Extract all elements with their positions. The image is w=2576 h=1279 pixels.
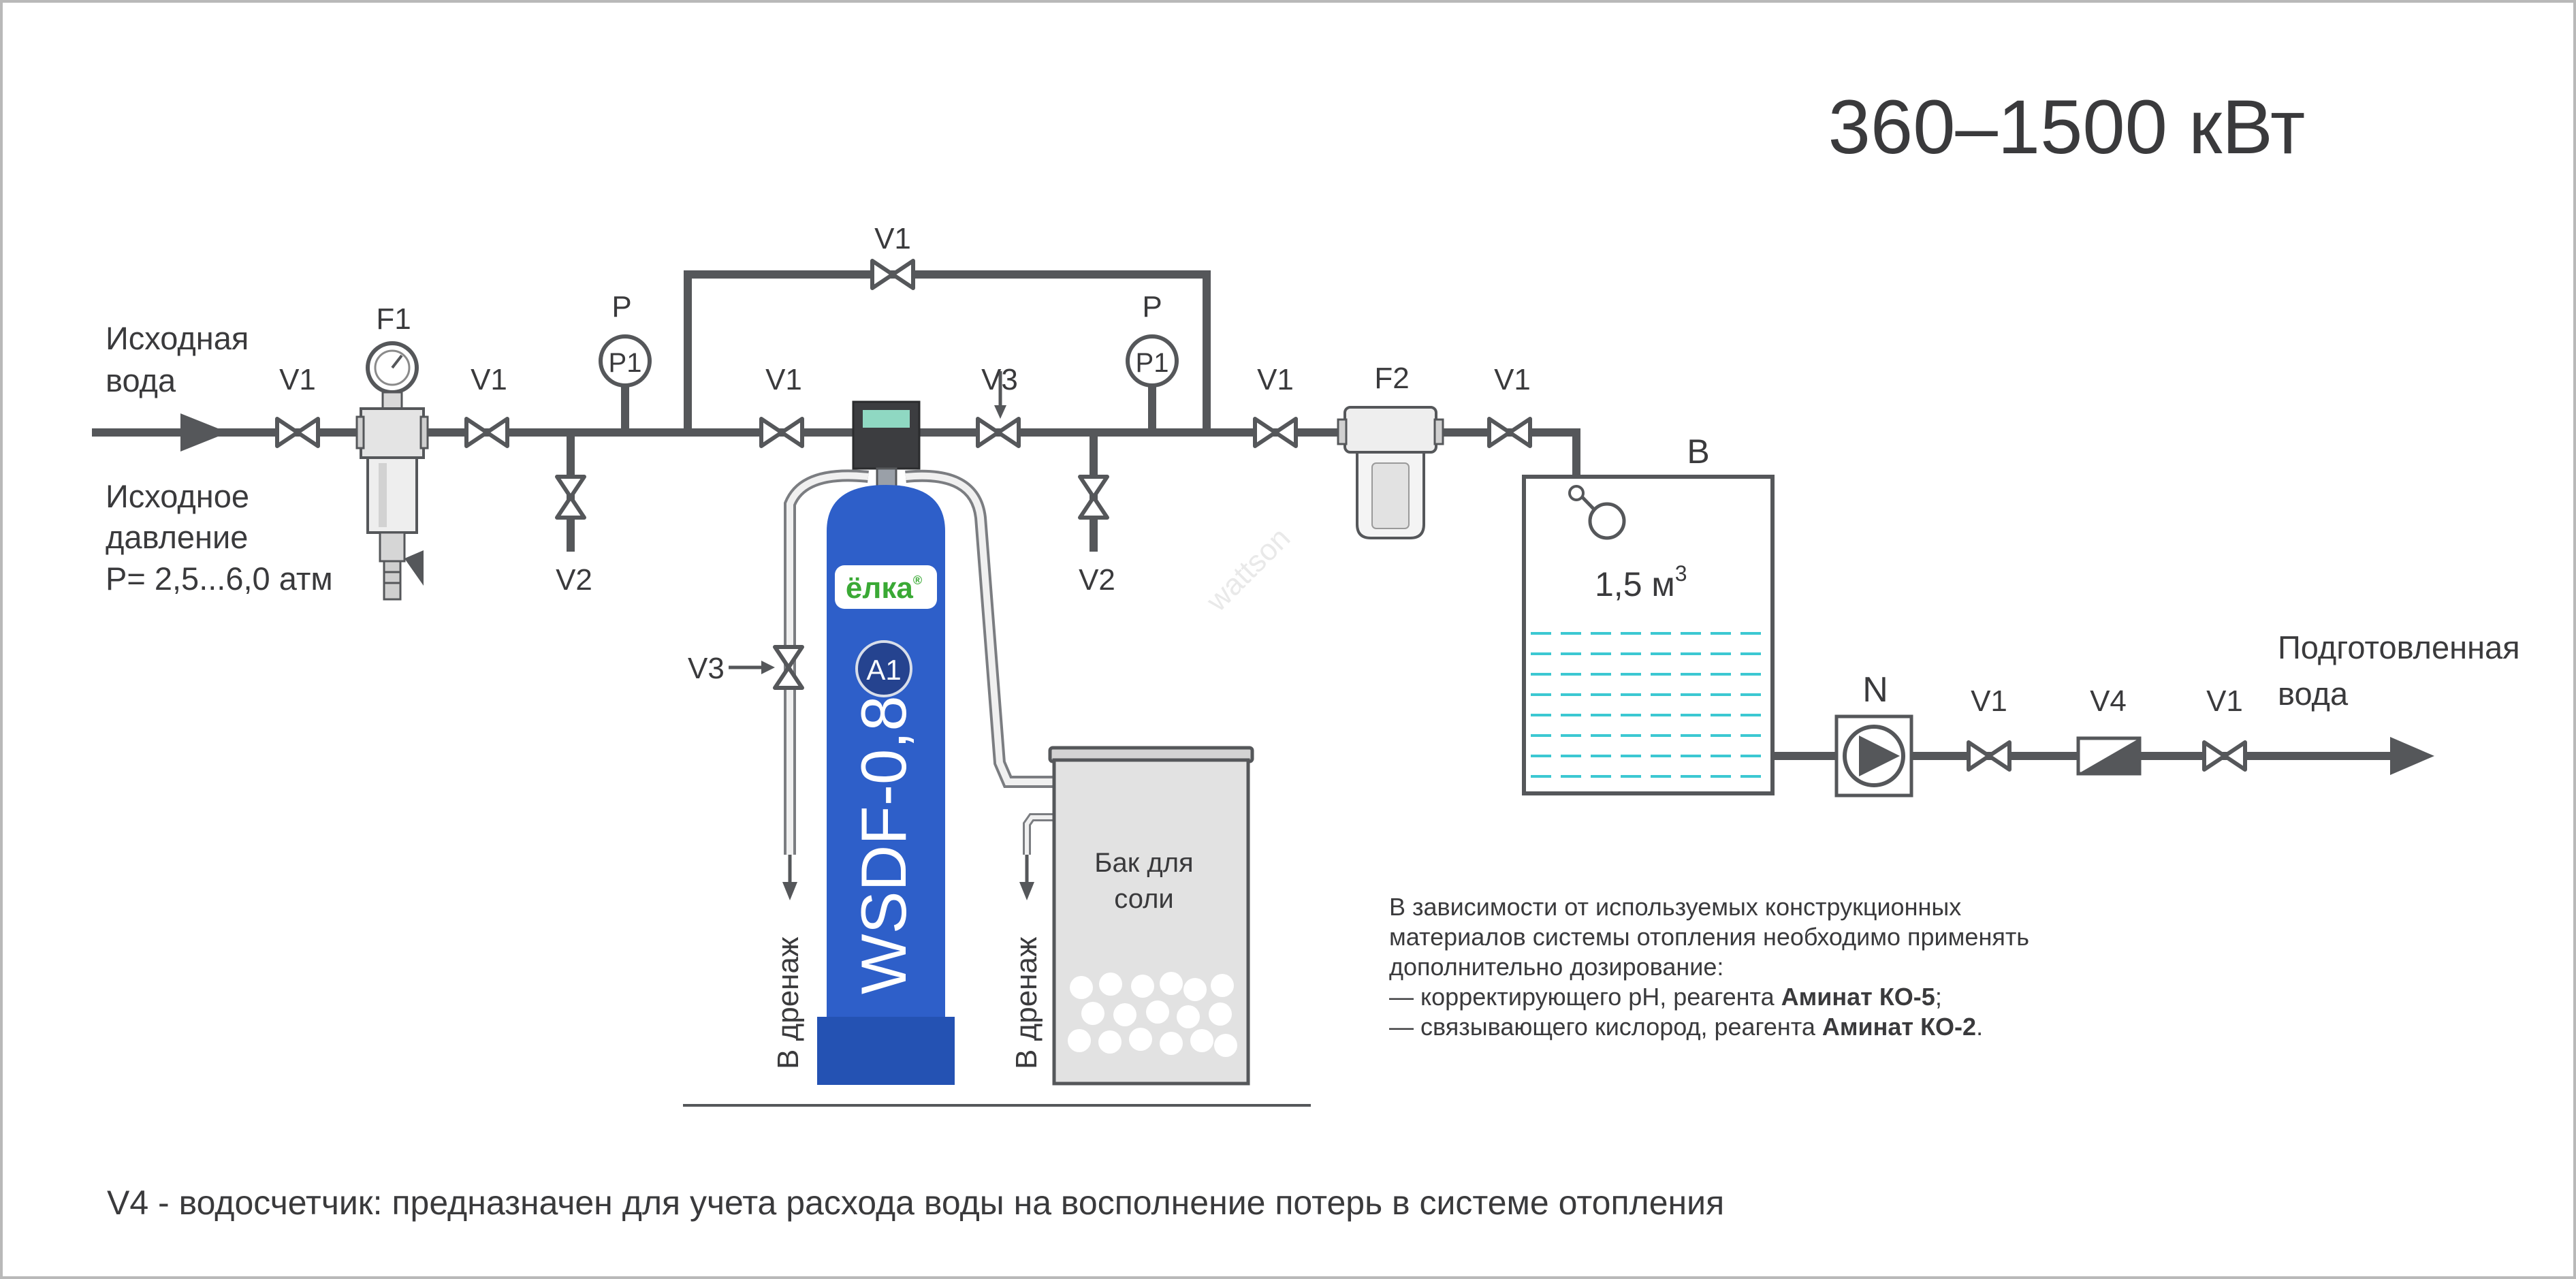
f1-filter-icon	[355, 341, 429, 601]
label-f2: F2	[1374, 362, 1409, 395]
storage-tank-b	[1522, 475, 1775, 795]
dosing-note-line-2: материалов системы отопления необходимо …	[1389, 923, 2030, 951]
svg-text:P1: P1	[609, 348, 642, 378]
label-v2-left: V2	[556, 563, 592, 597]
label-v4-meter: V4	[2090, 684, 2127, 718]
label-v2-right: V2	[1079, 563, 1115, 597]
softener-a1-badge: A1	[866, 654, 901, 686]
dosing-note: В зависимости от используемых конструкци…	[1389, 892, 2029, 1042]
salt-pellets	[1068, 972, 1237, 1057]
softener-brand-logo: ёлка®	[846, 571, 922, 605]
reagent-ko5: Аминат КО-5	[1781, 983, 1935, 1011]
drain-and-brine-tubes	[784, 469, 1055, 855]
brine-tank	[1048, 746, 1254, 1086]
valve-v1-after-pump-icon	[1969, 742, 2009, 770]
water-meter-v4-icon	[2076, 736, 2142, 776]
drain-label-left: В дренаж	[772, 936, 805, 1069]
label-v1-before-softener: V1	[765, 363, 802, 396]
pump-n-icon	[1834, 714, 1913, 798]
label-v1-after-f1: V1	[471, 363, 507, 396]
dosing-note-line-4: — корректирующего pH, реагента Аминат КО…	[1389, 983, 1942, 1011]
output-water-label-2: вода	[2278, 676, 2349, 712]
valve-v2-drain-left-icon	[557, 477, 584, 518]
label-tank-b: B	[1687, 432, 1709, 471]
label-p-left: P	[611, 290, 631, 323]
reagent-ko2: Аминат КО-2	[1822, 1013, 1977, 1041]
brine-tank-label: Бак для	[1094, 848, 1193, 878]
valve-v1-inlet-icon	[277, 419, 318, 446]
dosing-note-line-1: В зависимости от используемых конструкци…	[1389, 893, 1962, 921]
label-v3-drain: V3	[688, 652, 725, 685]
softener-control-head	[852, 400, 921, 490]
valve-v1-before-f2-icon	[1255, 419, 1296, 446]
input-pressure-value: P= 2,5...6,0 атм	[106, 560, 333, 597]
watermark: wattson	[1200, 521, 1297, 618]
valve-v1-after-f2-icon	[1489, 419, 1530, 446]
drain-arrow-right-icon	[1019, 882, 1034, 900]
drain-arrow-left-icon	[782, 882, 797, 900]
label-p-right: P	[1142, 290, 1162, 323]
label-v1-after-pump: V1	[1971, 684, 2007, 718]
valve-v1-bypass-icon	[872, 261, 913, 288]
pressure-gauge-left-icon: P1	[599, 334, 652, 388]
input-pressure-label-2: давление	[106, 519, 248, 555]
label-v3-sample: V3	[981, 363, 1018, 396]
outlet-arrow-icon	[2390, 737, 2434, 775]
input-pressure-label: Исходное	[106, 478, 249, 514]
dosing-note-line-3: дополнительно дозирование:	[1389, 953, 1724, 981]
inlet-arrow-icon	[180, 413, 228, 452]
output-water-label: Подготовленная	[2278, 629, 2520, 665]
label-f1: F1	[376, 302, 411, 336]
label-v1-outlet: V1	[2206, 684, 2243, 718]
input-water-label-2: вода	[106, 362, 176, 398]
valve-v3-sample-icon	[978, 419, 1019, 446]
drain-label-right: В дренаж	[1010, 936, 1043, 1069]
tank-water-level	[1531, 632, 1768, 778]
label-v1-after-f2: V1	[1494, 363, 1531, 396]
softener-model-label: WSDF-0,8	[848, 695, 919, 994]
input-water-label: Исходная	[106, 320, 249, 356]
valve-v1-before-softener-icon	[761, 419, 802, 446]
valve-v2-drain-right-icon	[1080, 477, 1107, 518]
valve-v1-after-f1-icon	[466, 419, 507, 446]
diagram-title: 360–1500 кВт	[1828, 84, 2306, 170]
f2-filter-icon	[1337, 406, 1444, 539]
main-pipeline	[92, 270, 2434, 775]
brine-tank-label-2: соли	[1114, 884, 1174, 914]
tank-volume: 1,5 м3	[1595, 561, 1687, 603]
label-v1-inlet: V1	[279, 363, 316, 396]
dosing-note-line-5: — связывающего кислород, реагента Аминат…	[1389, 1013, 1984, 1041]
footer-note: V4 - водосчетчик: предназначен для учета…	[107, 1184, 1724, 1222]
valve-v1-outlet-icon	[2204, 742, 2245, 770]
softener-vessel: ёлка® A1 WSDF-0,8	[817, 485, 955, 1085]
valve-v3-drain-icon	[775, 647, 802, 688]
label-pump-n: N	[1862, 670, 1888, 710]
svg-text:P1: P1	[1136, 348, 1169, 378]
float-valve-icon	[1588, 502, 1626, 540]
label-v1-before-f2: V1	[1257, 363, 1294, 396]
pressure-gauge-right-icon: P1	[1126, 334, 1179, 388]
label-v1-bypass: V1	[874, 222, 911, 255]
